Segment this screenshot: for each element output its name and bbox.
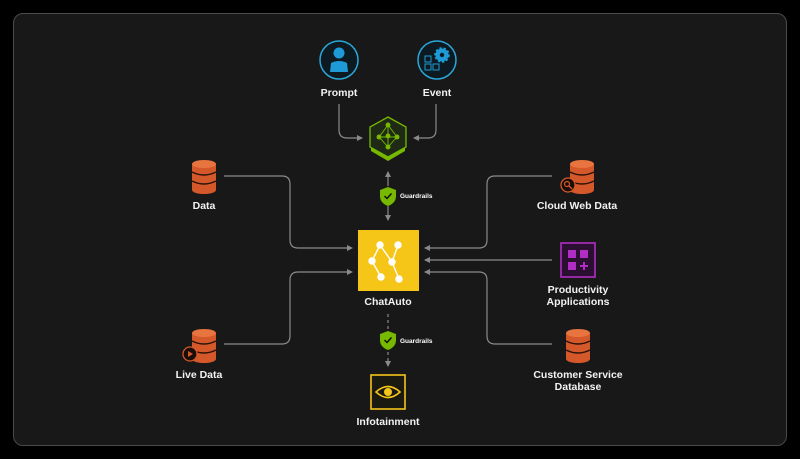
connector-cloudweb-to-chatauto <box>424 175 552 251</box>
grid-square-1 <box>424 55 432 63</box>
node-productivity: Productivity Applications <box>546 242 610 308</box>
gear-hole <box>439 52 445 58</box>
live-data-label: Live Data <box>176 369 223 381</box>
connector-event-to-orchestrator <box>413 104 437 141</box>
app-grid-icon <box>568 250 588 270</box>
data-label: Data <box>193 200 216 212</box>
node-customer-service: Customer Service Database <box>533 329 623 393</box>
connector-livedata-to-chatauto <box>224 269 353 345</box>
eye-pupil <box>384 388 392 396</box>
connector-prompt-to-orchestrator <box>338 104 363 141</box>
person-icon <box>319 40 359 80</box>
node-infotainment: Infotainment <box>357 374 420 428</box>
database-icon <box>565 329 591 363</box>
infotainment-label: Infotainment <box>357 416 420 428</box>
chatauto-box <box>358 230 419 291</box>
node-prompt: Prompt <box>319 40 359 99</box>
grid-square-2 <box>424 63 432 71</box>
database-search-icon <box>560 160 595 194</box>
customer-service-label-line2: Database <box>555 381 602 393</box>
person-head <box>333 47 345 59</box>
node-orchestrator <box>369 116 407 161</box>
database-icon <box>191 160 217 194</box>
node-chatauto: ChatAuto <box>358 230 419 308</box>
neural-cube-icon <box>376 122 400 150</box>
node-cloud-web-data: Cloud Web Data <box>537 160 617 212</box>
guardrails-top: Guardrails <box>380 187 433 206</box>
grid-square-3 <box>432 63 440 71</box>
node-event: Event <box>417 40 457 99</box>
workflow-icon <box>368 241 403 283</box>
productivity-label-line2: Applications <box>546 296 609 308</box>
guardrails-top-label: Guardrails <box>400 193 433 200</box>
eye-icon <box>374 385 402 399</box>
node-data: Data <box>191 160 217 212</box>
cloud-web-data-label: Cloud Web Data <box>537 200 617 212</box>
productivity-label-line1: Productivity <box>548 284 609 296</box>
check-mark <box>384 193 393 200</box>
diagram-frame <box>13 13 787 446</box>
connectors <box>224 104 552 367</box>
event-label: Event <box>423 87 452 99</box>
guardrails-bottom-label: Guardrails <box>400 338 433 345</box>
chatauto-label: ChatAuto <box>364 296 411 308</box>
person-body <box>330 61 348 72</box>
prompt-label: Prompt <box>321 87 358 99</box>
database-play-icon <box>182 329 217 363</box>
connector-data-to-chatauto <box>224 175 353 251</box>
gear-grid-icon <box>417 40 457 80</box>
node-live-data: Live Data <box>176 329 223 381</box>
connector-customerservice-to-chatauto <box>424 269 552 345</box>
guardrails-bottom: Guardrails <box>380 331 433 350</box>
check-mark <box>384 337 393 344</box>
cube-base <box>371 146 405 161</box>
productivity-box <box>560 242 596 278</box>
customer-service-label-line1: Customer Service <box>533 369 622 381</box>
